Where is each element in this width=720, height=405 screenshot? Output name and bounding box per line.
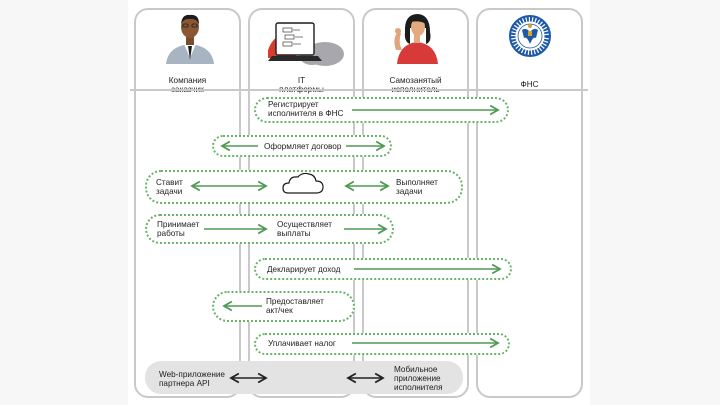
step-register-label: Регистрирует исполнителя в ФНС <box>268 100 343 118</box>
step-accept-label: Принимает работы <box>157 220 199 238</box>
step-income-label: Декларирует доход <box>267 265 341 274</box>
header-divider <box>130 89 588 91</box>
lane-company-title: Компания заказчик <box>136 76 239 94</box>
lane-company-title-line1: Компания <box>168 76 207 85</box>
lane-self-employed-title: Самозанятый исполнитель <box>364 76 467 94</box>
step-tasks-left-label: Ставит задачи <box>156 178 183 196</box>
lane-it-platform-title-line1: IT <box>297 76 306 85</box>
step-tax-label: Уплачивает налог <box>268 339 336 348</box>
step-tasks-left-line1: Ставит <box>156 178 183 187</box>
mobile-app-line3: исполнителя <box>394 383 443 392</box>
step-payout-line1: Осуществляет <box>277 220 333 229</box>
step-act-line2: акт/чек <box>266 306 293 315</box>
step-register-line2: исполнителя в ФНС <box>268 109 344 118</box>
mobile-app-line2: приложение <box>394 374 441 383</box>
step-tasks-left-line2: задачи <box>156 187 183 196</box>
mobile-app-label: Мобильное приложение исполнителя <box>394 365 443 392</box>
step-act-line1: Предоставляет <box>266 297 324 306</box>
api-apps-pill <box>145 361 463 394</box>
step-tax-pill <box>254 333 510 355</box>
mobile-app-line1: Мобильное <box>394 365 438 374</box>
lane-fns-title-line1: ФНС <box>520 80 539 89</box>
lane-fns-title: ФНС <box>478 80 581 90</box>
step-payout-line2: выплаты <box>277 229 311 238</box>
web-app-line2: партнера API <box>159 379 210 388</box>
step-accept-line2: работы <box>157 229 185 238</box>
step-contract-label: Оформляет договор <box>264 142 342 151</box>
step-tasks-right-label: Выполняет задачи <box>396 178 438 196</box>
step-contract-pill <box>212 135 392 157</box>
step-tasks-right-line1: Выполняет <box>396 178 438 187</box>
step-register-line1: Регистрирует <box>268 100 319 109</box>
lane-self-employed-title-line1: Самозанятый <box>389 76 442 85</box>
step-act-label: Предоставляет акт/чек <box>266 297 324 315</box>
step-accept-line1: Принимает <box>157 220 200 229</box>
step-tasks-right-line2: задачи <box>396 187 423 196</box>
web-app-line1: Web-приложение <box>159 370 225 379</box>
lane-it-platform-title: IT платформы <box>250 76 353 94</box>
web-app-label: Web-приложение партнера API <box>159 370 225 388</box>
step-payout-label: Осуществляет выплаты <box>277 220 332 238</box>
